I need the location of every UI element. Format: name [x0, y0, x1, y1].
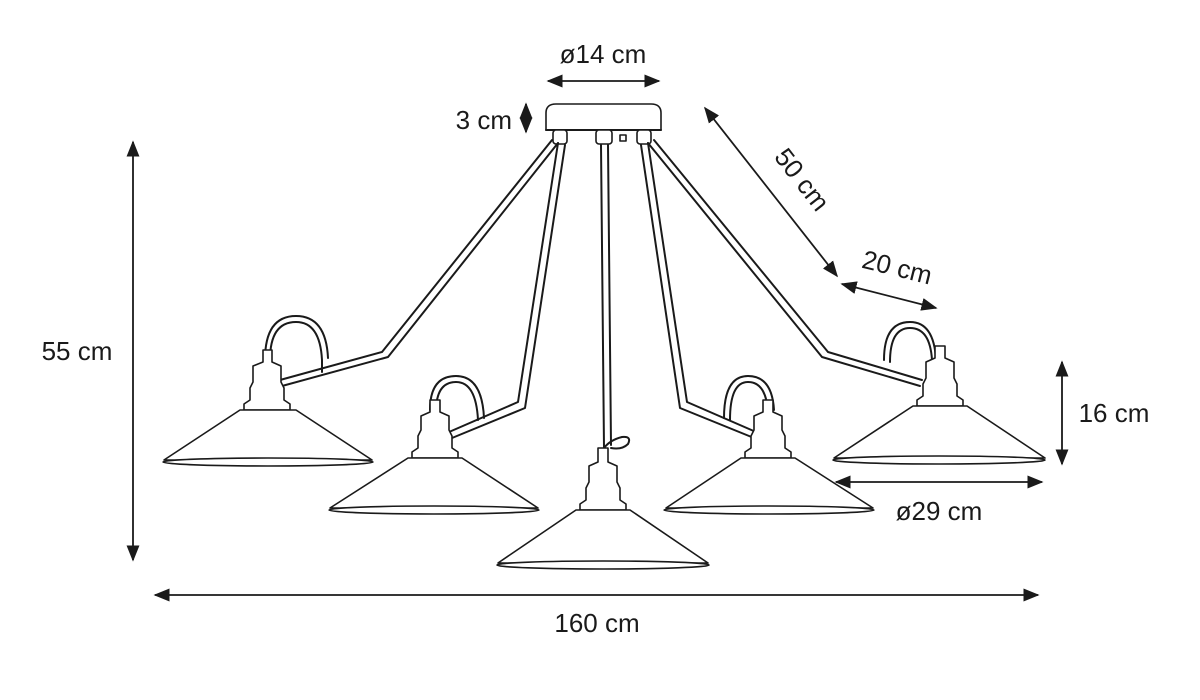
- label-shade-diameter: ø29 cm: [896, 496, 983, 526]
- label-canopy-height: 3 cm: [456, 105, 512, 135]
- dim-line-arm-tip: [840, 281, 938, 311]
- lamp-inner-right: [663, 375, 875, 515]
- lamp-far-left: [162, 315, 374, 467]
- label-arm-tip: 20 cm: [859, 244, 935, 290]
- label-canopy-diameter: ø14 cm: [560, 39, 647, 69]
- dimension-lines: [126, 74, 1069, 602]
- lamp-inner-left: [328, 375, 540, 515]
- ceiling-canopy: [545, 103, 662, 145]
- lamp-far-right: [832, 321, 1046, 465]
- dim-line-arm-length: [703, 106, 839, 278]
- lamp-center: [496, 447, 710, 570]
- label-total-width: 160 cm: [554, 608, 639, 638]
- label-arm-length: 50 cm: [768, 142, 835, 216]
- label-total-height: 55 cm: [42, 336, 113, 366]
- label-shade-height: 16 cm: [1079, 398, 1150, 428]
